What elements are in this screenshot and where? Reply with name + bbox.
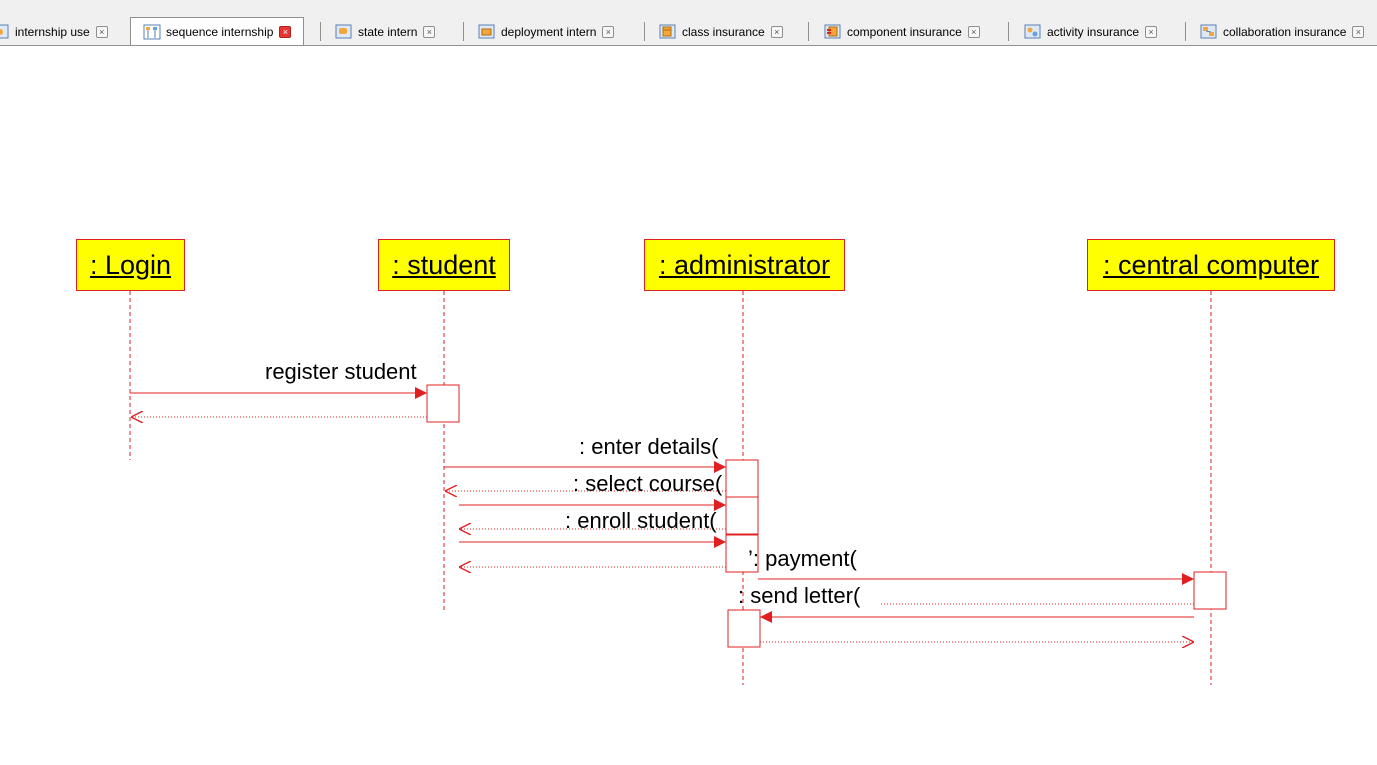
message-enroll-student[interactable]: : enroll student( (565, 508, 717, 533)
close-icon[interactable]: × (1352, 25, 1365, 38)
close-icon[interactable]: × (967, 25, 980, 38)
tab-label: sequence internship (166, 24, 274, 39)
tab-bar-border (0, 45, 1377, 46)
message-send-letter[interactable]: : send letter( (738, 583, 861, 608)
tab-label: internship use (15, 24, 90, 39)
use-case-diagram-icon (0, 24, 10, 40)
close-icon[interactable]: × (602, 25, 615, 38)
tab-separator (1185, 22, 1186, 41)
administrator-activation-3 (725, 534, 759, 573)
lifeline-student[interactable]: : student (378, 239, 510, 291)
tab-separator (644, 22, 645, 41)
close-icon[interactable]: × (1145, 25, 1158, 38)
message-register-student[interactable]: register student (265, 359, 417, 384)
lifeline-central-computer[interactable]: : central computer (1087, 239, 1335, 291)
close-icon[interactable]: × (770, 25, 783, 38)
message-select-course[interactable]: : select course( (573, 471, 723, 496)
tab-label: component insurance (847, 24, 962, 39)
tab-label: deployment intern (501, 24, 597, 39)
class-diagram-icon (659, 24, 677, 40)
close-icon[interactable]: × (95, 25, 108, 38)
tab-state-intern[interactable]: state intern × (335, 18, 436, 45)
state-diagram-icon (335, 24, 353, 40)
lifeline-login[interactable]: : Login (76, 239, 185, 291)
tab-component-insurance[interactable]: component insurance × (824, 18, 980, 45)
lifeline-login-label: : Login (89, 249, 172, 280)
tab-separator (1008, 22, 1009, 41)
administrator-activation-2 (725, 496, 759, 535)
message-enter-details[interactable]: : enter details( (579, 434, 719, 459)
activity-diagram-icon (1024, 24, 1042, 40)
tab-activity-insurance[interactable]: activity insurance × (1024, 18, 1158, 45)
administrator-activation-1 (725, 459, 759, 498)
tab-class-insurance[interactable]: class insurance × (659, 18, 783, 45)
lifeline-student-label: : student (392, 249, 496, 280)
tab-separator (808, 22, 809, 41)
deployment-diagram-icon (478, 24, 496, 40)
lifeline-central-computer-label: : central computer (1102, 249, 1320, 280)
lifeline-administrator-label: : administrator (658, 249, 831, 280)
lifeline-administrator[interactable]: : administrator (644, 239, 845, 291)
student-activation (426, 384, 460, 423)
tab-label: class insurance (682, 24, 765, 39)
tab-internship-use[interactable]: internship use × (0, 18, 108, 45)
central-computer-activation (1193, 571, 1227, 610)
close-icon[interactable]: × (279, 25, 292, 38)
tab-separator (463, 22, 464, 41)
tab-separator (320, 22, 321, 41)
message-payment[interactable]: ’: payment( (748, 546, 857, 571)
administrator-activation-4 (727, 609, 761, 648)
sequence-diagram-icon (143, 24, 161, 40)
tab-collaboration-insurance[interactable]: collaboration insurance × (1200, 18, 1365, 45)
tab-label: state intern (358, 24, 418, 39)
component-diagram-icon (824, 24, 842, 40)
tab-sequence-internship[interactable]: sequence internship × (130, 17, 305, 45)
tab-deployment-intern[interactable]: deployment intern × (478, 18, 615, 45)
close-icon[interactable]: × (423, 25, 436, 38)
collaboration-diagram-icon (1200, 24, 1218, 40)
tab-label: activity insurance (1047, 24, 1140, 39)
tab-label: collaboration insurance (1223, 24, 1347, 39)
